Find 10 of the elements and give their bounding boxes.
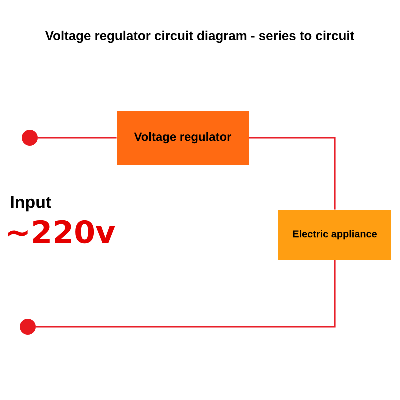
voltage-label: ~220v xyxy=(8,220,116,244)
process-box: Voltage regulator xyxy=(117,111,249,165)
title: Voltage regulator circuit diagram - series to circuit xyxy=(45,30,354,44)
terminal-dot xyxy=(22,130,38,146)
terminal-dot xyxy=(20,319,36,335)
wire xyxy=(249,137,336,210)
wire xyxy=(36,260,336,328)
process-box: Electric appliance xyxy=(278,210,392,260)
input-label: Input xyxy=(11,196,52,212)
wire xyxy=(38,137,117,139)
